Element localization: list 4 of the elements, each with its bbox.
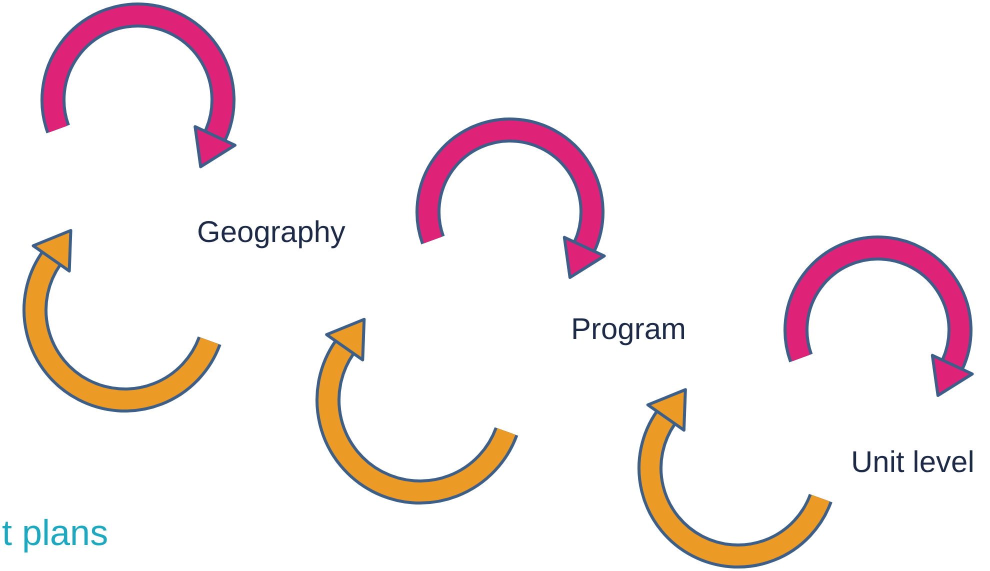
diagram-label: Program [571, 313, 686, 347]
diagram-label: Unit level [851, 446, 974, 480]
diagram-label: Geography [197, 216, 346, 250]
diagram-label: t plans [2, 512, 108, 554]
